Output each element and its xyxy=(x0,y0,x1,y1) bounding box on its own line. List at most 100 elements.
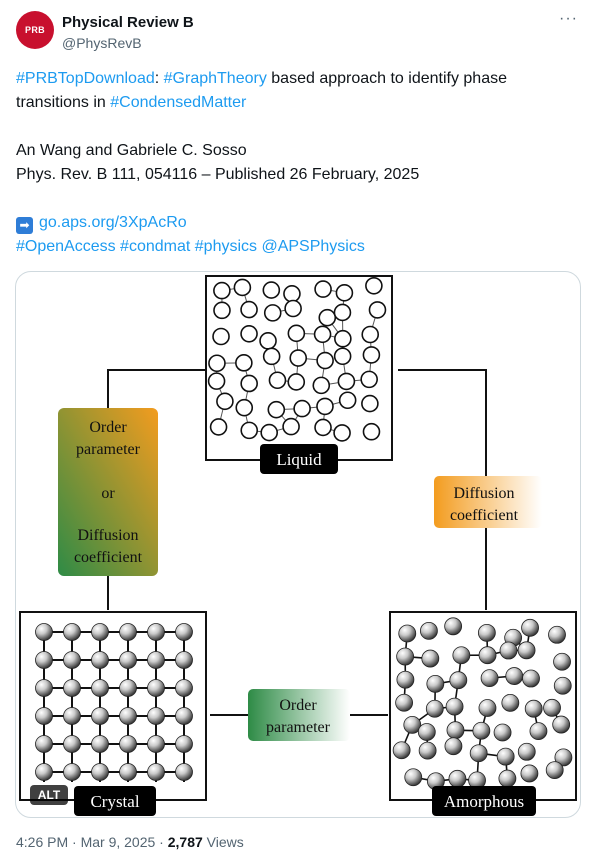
amorphous-atom xyxy=(517,641,536,660)
post-link[interactable]: go.aps.org/3XpAcRo xyxy=(39,214,187,231)
crystal-atom xyxy=(91,623,109,641)
liquid-atom xyxy=(235,354,253,372)
crystal-atom xyxy=(175,623,193,641)
liquid-atom xyxy=(263,304,282,322)
figure-image[interactable]: Order parameter or Diffusion coefficient… xyxy=(15,271,581,818)
crystal-atom xyxy=(119,623,137,641)
amorphous-atom xyxy=(448,769,467,788)
crystal-atom xyxy=(119,679,137,697)
liquid-atom xyxy=(233,278,252,297)
post-text: based approach to identify phase xyxy=(266,70,507,87)
crystal-atom xyxy=(63,679,81,697)
post-line-2: transitions in #CondensedMatter xyxy=(16,91,576,115)
left-box-line-1: Order xyxy=(89,419,127,436)
crystal-atom xyxy=(119,651,137,669)
alt-badge[interactable] xyxy=(30,785,68,805)
post-hashtags[interactable]: #OpenAccess #condmat #physics @APSPhysic… xyxy=(16,238,365,255)
crystal-atom xyxy=(147,763,165,781)
liquid-atom xyxy=(240,325,258,343)
crystal-atom xyxy=(119,763,137,781)
bottom-box-line-2: parameter xyxy=(266,719,331,736)
liquid-atom xyxy=(338,391,357,410)
amorphous-label: Amorphous xyxy=(444,792,524,811)
liquid-atom xyxy=(362,422,381,441)
crystal-atom xyxy=(63,707,81,725)
amorphous-atom xyxy=(452,646,471,665)
liquid-atom xyxy=(289,349,308,367)
amorphous-atom xyxy=(444,737,463,756)
author-handle[interactable]: @PhysRevB xyxy=(62,35,142,51)
crystal-atom xyxy=(147,735,165,753)
liquid-atom xyxy=(262,347,281,366)
hashtag-condensedmatter[interactable]: #CondensedMatter xyxy=(110,94,247,111)
liquid-atom xyxy=(316,397,334,416)
liquid-atom xyxy=(216,392,234,411)
crystal-atom xyxy=(147,679,165,697)
author-name[interactable]: Physical Review B xyxy=(62,14,194,31)
crystal-atom xyxy=(63,651,81,669)
amorphous-atom xyxy=(552,715,571,734)
amorphous-atoms xyxy=(392,617,573,791)
right-box-line-1: Diffusion xyxy=(453,485,514,502)
crystal-atoms xyxy=(35,623,193,781)
liquid-atom xyxy=(361,394,379,413)
amorphous-atom xyxy=(529,722,548,741)
avatar[interactable]: PRB xyxy=(16,11,54,49)
bottom-box-line-1: Order xyxy=(279,697,317,714)
amorphous-atom xyxy=(553,652,571,671)
amorphous-atom xyxy=(425,699,444,718)
liquid-atom xyxy=(362,346,381,364)
crystal-atom xyxy=(35,623,53,641)
amorphous-atom xyxy=(396,647,415,666)
crystal-atom xyxy=(63,763,81,781)
crystal-atom xyxy=(63,735,81,753)
liquid-atom xyxy=(318,308,337,327)
crystal-atom xyxy=(91,763,109,781)
hashtag-graphtheory[interactable]: #GraphTheory xyxy=(163,70,267,87)
amorphous-atom xyxy=(445,697,464,716)
amorphous-atom xyxy=(404,768,423,787)
left-box-line-4: Diffusion xyxy=(77,527,138,544)
liquid-atom xyxy=(209,418,228,436)
amorphous-label-box xyxy=(432,786,536,816)
amorphous-atom xyxy=(521,618,539,637)
liquid-atom xyxy=(212,327,230,346)
post-citation: Phys. Rev. B 111, 054116 – Published 26 … xyxy=(16,166,420,183)
liquid-atom xyxy=(260,423,279,442)
colon-text: : xyxy=(154,70,160,87)
more-options-icon[interactable]: ··· xyxy=(559,10,578,27)
crystal-atom xyxy=(175,707,193,725)
amorphous-atom xyxy=(472,721,491,740)
alt-badge-label: ALT xyxy=(38,788,61,802)
crystal-atom xyxy=(175,735,193,753)
amorphous-atom xyxy=(493,723,512,742)
liquid-atom xyxy=(284,299,302,318)
crystal-atom xyxy=(175,763,193,781)
hashtag-prbtopdownload[interactable]: #PRBTopDownload xyxy=(16,70,155,87)
order-parameter-box xyxy=(248,689,350,741)
liquid-atom xyxy=(316,351,334,370)
liquid-atom xyxy=(213,301,231,320)
amorphous-atom xyxy=(548,625,566,644)
liquid-atom xyxy=(240,421,259,440)
right-box-line-2: coefficient xyxy=(450,507,519,524)
crystal-atom xyxy=(91,651,109,669)
amorphous-atom xyxy=(480,669,499,688)
crystal-atom xyxy=(63,623,81,641)
amorphous-atom xyxy=(444,617,463,636)
amorphous-atom xyxy=(543,698,561,717)
liquid-atom xyxy=(360,370,378,389)
crystal-atom xyxy=(35,679,53,697)
liquid-atom xyxy=(313,325,332,344)
amorphous-atom xyxy=(524,699,543,718)
post-timestamp[interactable]: 4:26 PM · Mar 9, 2025 · xyxy=(16,834,168,850)
amorphous-atom xyxy=(545,761,564,779)
liquid-label: Liquid xyxy=(276,450,322,469)
amorphous-atom xyxy=(522,669,540,688)
liquid-label-box xyxy=(260,444,338,474)
crystal-atom xyxy=(119,735,137,753)
amorphous-atom xyxy=(499,641,518,660)
amorphous-atom xyxy=(478,699,497,717)
liquid-atom xyxy=(333,303,352,322)
liquid-atom xyxy=(283,284,301,303)
